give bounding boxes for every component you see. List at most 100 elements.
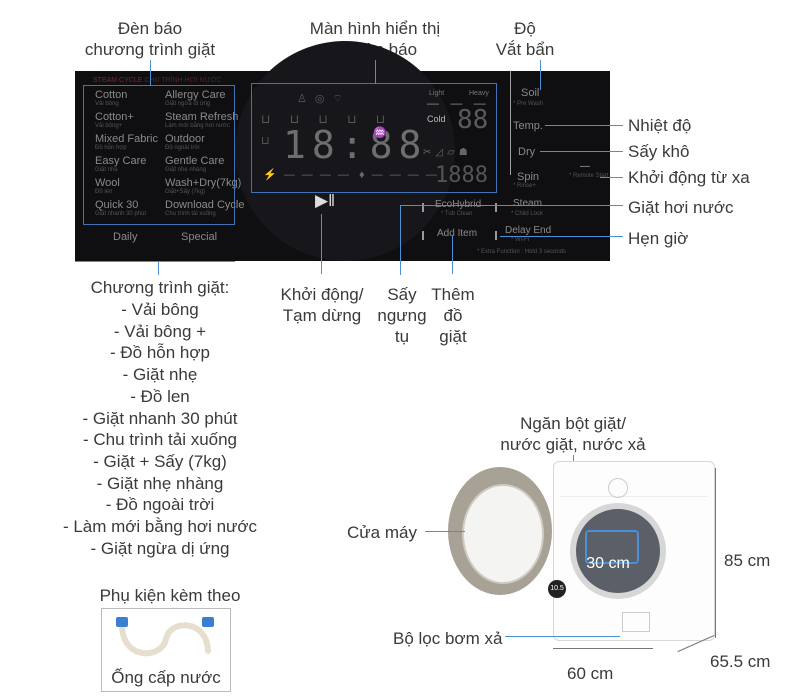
program-option[interactable]: Outdoor [165,133,205,145]
program-option-sub: Đồ len [95,189,113,195]
drain-filter-label: Bộ lọc bơm xả [393,629,503,648]
line-temp [545,125,623,126]
display-box [251,83,497,193]
program-list-item: - Chu trình tải xuống [82,430,238,450]
steam-cycle-label: STEAM CYCLE CHU TRÌNH HƠI NƯỚC [93,77,222,84]
line-soil [540,60,541,90]
program-option[interactable]: Gentle Care [165,155,225,167]
program-list-item: - Giặt nhẹ nhàng [96,473,224,493]
program-list-item: - Làm mới bằng hơi nước [62,517,258,536]
program-list-item: - Giặt + Sấy (7kg) [93,451,227,471]
program-option-sub: Đồ hỗn hợp [95,145,127,151]
line-add-item [452,236,453,274]
program-option[interactable]: Download Cycle [165,199,245,211]
program-option-sub: Làm mới bằng hơi nước [165,123,230,129]
status-icons: ♙◎⌔ [297,93,351,105]
line-drain-filter [505,636,620,637]
program-option-sub: Vải bông+ [95,123,123,129]
wifi-label: * Wi-Fi [511,237,529,243]
program-list-item: - Giặt nhẹ [122,365,198,385]
program-option[interactable]: Steam Refresh [165,111,239,123]
line-program-indicator [150,60,151,86]
progress-dashes-a: ⚡ — — — — [263,169,351,181]
line-start-pause [321,214,322,274]
drum-opening-highlight [585,530,639,564]
drum-opening-size: 30 cm [586,555,630,572]
dial-knob[interactable] [608,478,628,498]
depth-label: 65.5 cm [710,652,771,671]
program-list-item: - Vải bông + [113,321,207,341]
delay-end-button[interactable]: Delay End [505,225,552,236]
detergent-drawer-label: Ngăn bột giặt/ nước giặt, nước xả [500,414,646,454]
washer-door-glass [462,484,544,584]
ecohybrid-button[interactable]: EcoHybrid [435,199,481,211]
bracket-programs [75,261,235,262]
program-option-sub: Đồ ngoài trời [165,145,200,151]
programs-heading: Chương trình giặt: [90,278,230,297]
program-option-sub: Giặt+Sấy (7kg) [165,189,206,195]
child-lock-label: * Child Lock [511,211,544,217]
width-label: 60 cm [567,664,614,683]
soil-button[interactable]: Soil [521,87,540,99]
program-option[interactable]: Easy Care [95,155,147,167]
program-option-sub: Giặt nhẹ nhàng [165,167,207,173]
daily-button[interactable]: Daily [113,231,138,243]
program-option[interactable]: Quick 30 [95,199,139,211]
cold-label: Cold [427,114,446,124]
spin-digits: 1888 [435,163,488,188]
time-display: 18:88 [283,123,428,167]
callout-dry: Sấy khô [628,142,690,161]
special-button[interactable]: Special [181,231,218,243]
mode-icons: ⊔ [261,135,270,147]
program-list-item: - Vải bông [121,300,199,319]
callout-add-item: Thêm đồ giặt [431,285,475,346]
program-option[interactable]: Mixed Fabric [95,133,158,145]
program-option[interactable]: Cotton+ [95,111,134,123]
drain-filter-cover[interactable] [622,612,650,632]
start-pause-button[interactable]: ▶‖ [315,191,336,210]
control-strip [560,470,708,497]
program-box [83,85,235,225]
steam-indicator [495,203,497,212]
line-condense-dry [400,205,401,275]
program-option-sub: Giặt ngừa dị ứng [165,101,211,107]
program-option[interactable]: Wool [95,177,120,189]
program-option-sub: Giặt nhẹ [95,167,118,173]
dry-icons: ♒ [373,127,389,139]
soil-dashes: — — — [427,96,490,110]
temp-digits: 88 [457,105,489,135]
extra-function-note: * Extra Function : Hold 3 seconds [477,249,567,255]
accessory-box: Ống cấp nước [101,608,231,692]
width-dimension-line [553,648,653,649]
height-dimension-line [715,468,716,638]
steam-button[interactable]: Steam [513,198,542,209]
pre-wash-label: * Pre Wash [513,101,544,107]
washer-drum-opening [570,503,666,599]
callout-program-indicator: Đèn báo chương trình giặt [84,19,216,59]
line-door [425,531,465,532]
light-label: Light [429,90,445,97]
temp-button[interactable]: Temp. [513,120,543,132]
program-option-sub: Giặt nhanh 30 phút [95,211,147,217]
program-option[interactable]: Wash+Dry(7kg) [165,177,242,189]
add-item-button[interactable]: Add Item [437,228,478,239]
rinse-label: * Rinse+ [513,183,536,189]
accessory-item: Ống cấp nước [111,668,221,687]
progress-dashes-b: ♦ — — — — [359,169,439,181]
height-label: 85 cm [724,551,771,570]
program-option[interactable]: Cotton [95,89,128,101]
spin-button[interactable]: Spin [517,171,540,183]
callout-timer: Hẹn giờ [628,229,689,248]
line-display [375,60,376,84]
remote-start-button[interactable]: * Remote Start [569,173,609,179]
door-label: Cửa máy [347,523,417,542]
program-option[interactable]: Allergy Care [165,89,226,101]
water-hose-icon [116,617,214,657]
line-dry [540,151,623,152]
callout-start-pause: Khởi động/ Tạm dừng [280,285,364,325]
dry-button[interactable]: Dry [518,146,536,158]
line-spin-v [510,60,511,175]
line-remote [600,177,623,178]
line-steam [400,205,623,206]
